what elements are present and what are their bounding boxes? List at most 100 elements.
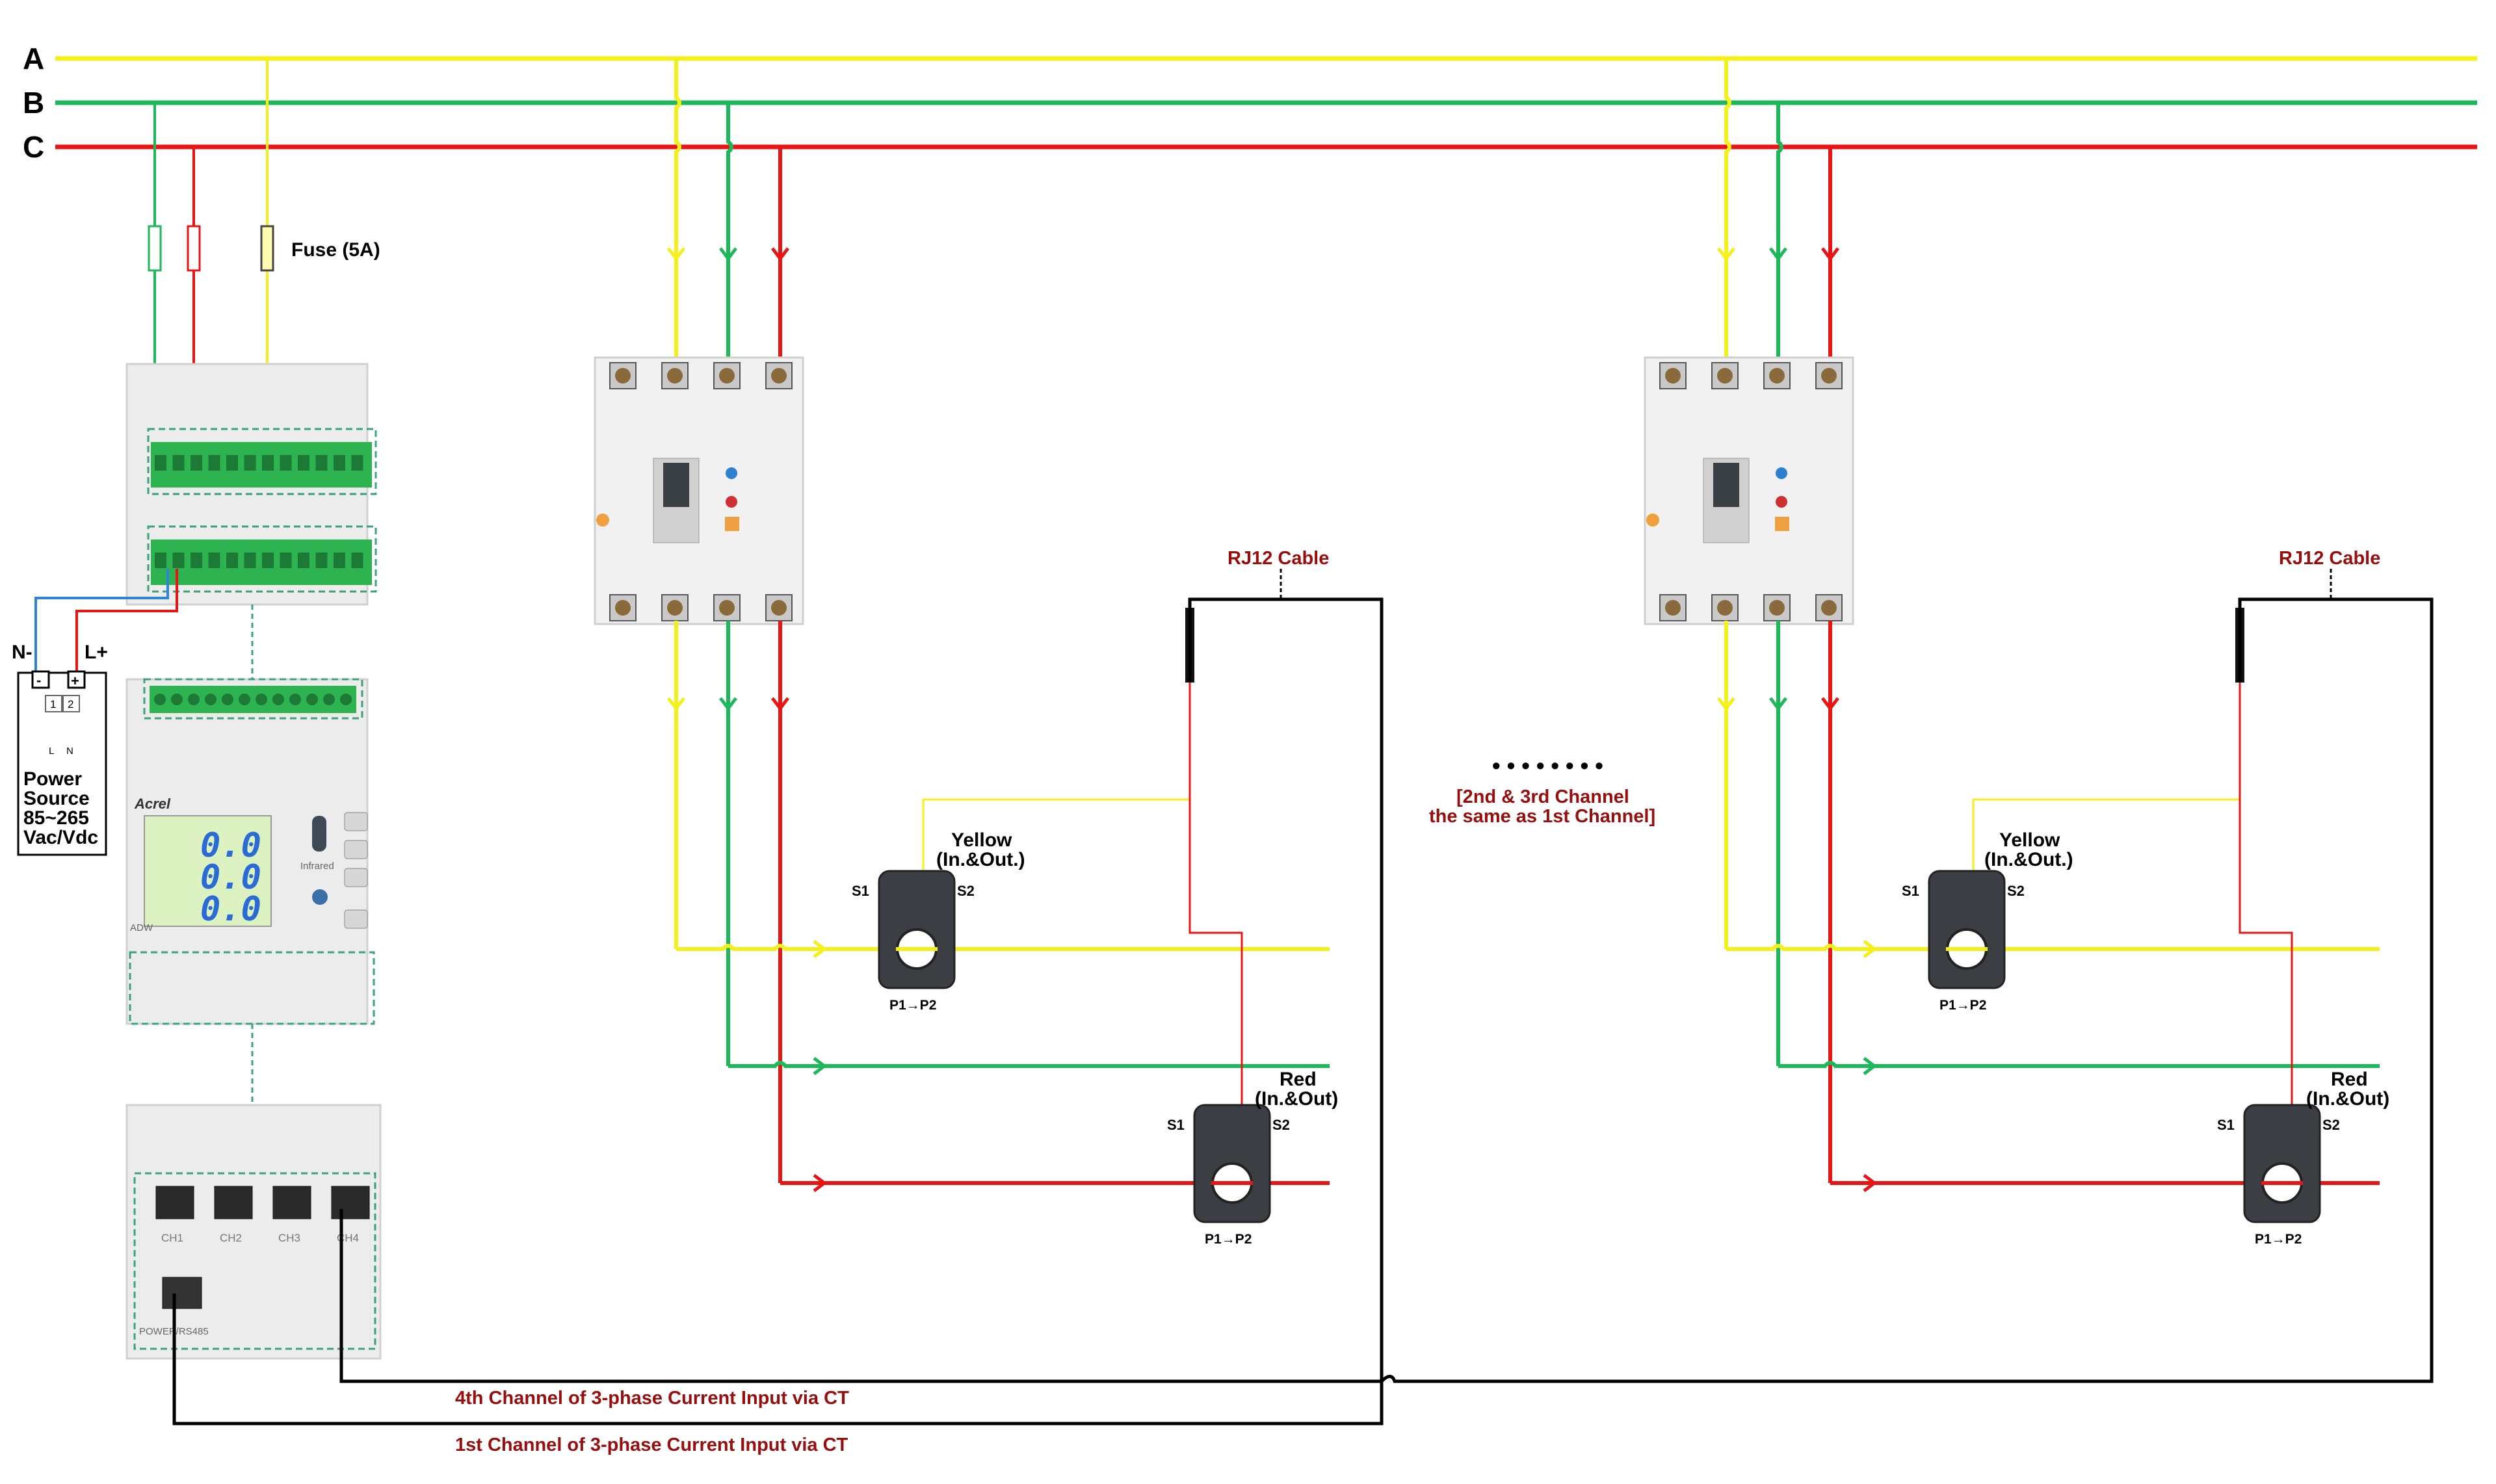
terminal-slot bbox=[190, 553, 202, 568]
meter-display-module: Acrel 0.0 0.0 0.0 Infrared ADW bbox=[125, 605, 375, 1025]
meter-btn-3[interactable] bbox=[344, 868, 368, 887]
middle-dots: • • • • • • • • bbox=[1492, 752, 1603, 779]
lcd-screen bbox=[144, 815, 272, 927]
phase-a-feeder bbox=[1726, 944, 2380, 951]
ct-s1-label: S1 bbox=[852, 883, 869, 899]
flow-arrow bbox=[1821, 247, 1839, 262]
phase-a-drop bbox=[674, 59, 681, 361]
display-terminal-slot bbox=[188, 694, 200, 705]
ct-red-signal bbox=[1189, 683, 1243, 1125]
fuse-b bbox=[148, 225, 162, 272]
flow-arrow bbox=[719, 247, 737, 262]
fuse-c bbox=[187, 225, 201, 272]
terminal-slot bbox=[244, 455, 256, 471]
terminal-slot bbox=[262, 455, 274, 471]
display-terminal-slot bbox=[171, 694, 183, 705]
terminal-slot bbox=[351, 553, 363, 568]
middle-line-1: [2nd & 3rd Channel bbox=[1456, 787, 1629, 807]
lcd-reading-1: 0.0 bbox=[200, 826, 261, 865]
power-line-2: Source bbox=[23, 788, 90, 809]
hub-port bbox=[272, 1186, 311, 1219]
breaker-screw bbox=[1717, 600, 1733, 616]
power-plus: + bbox=[71, 673, 79, 689]
ct-yellow-label-4a: Yellow bbox=[1999, 829, 2060, 851]
meter-btn-4[interactable] bbox=[344, 909, 368, 929]
display-terminal-slot bbox=[256, 694, 267, 705]
power-source: - + N- L+ 1 2 L N Power Source 85~265 Va… bbox=[12, 642, 108, 856]
terminal-slot bbox=[208, 455, 220, 471]
phase-b-feeder bbox=[1778, 1061, 2380, 1068]
meter-btn-1[interactable] bbox=[344, 812, 368, 831]
terminal-l: L bbox=[49, 746, 54, 757]
breaker-screw bbox=[771, 368, 787, 384]
terminal-slot bbox=[280, 455, 292, 471]
phase-b-drop bbox=[1776, 103, 1783, 361]
display-terminal-slot bbox=[340, 694, 352, 705]
power-neg-label: N- bbox=[12, 642, 33, 663]
display-terminal-slot bbox=[323, 694, 335, 705]
power-line-1: Power bbox=[23, 768, 82, 790]
ct-s2-label: S2 bbox=[2007, 883, 2025, 899]
power-line-4: Vac/Vdc bbox=[23, 827, 98, 848]
breaker-screw bbox=[1769, 600, 1785, 616]
power-line-3: 85~265 bbox=[23, 807, 89, 829]
terminal-slot bbox=[280, 553, 292, 568]
flow-arrow bbox=[771, 247, 789, 262]
meter-led bbox=[312, 889, 328, 905]
terminal-slot bbox=[155, 455, 166, 471]
breaker-screw bbox=[1665, 368, 1681, 384]
phase-b-label: B bbox=[23, 86, 44, 120]
breaker-terminal bbox=[1815, 594, 1843, 621]
phase-a-drop bbox=[1724, 59, 1731, 361]
ct-yellow-label-1a: Yellow bbox=[951, 829, 1012, 851]
meter-btn-2[interactable] bbox=[344, 840, 368, 859]
breaker-screw bbox=[719, 600, 735, 616]
meter-brand: Acrel bbox=[134, 796, 171, 812]
power-pos-label: L+ bbox=[85, 642, 108, 663]
breaker-screw bbox=[667, 368, 683, 384]
terminal-slot bbox=[351, 455, 363, 471]
ct-s2-label: S2 bbox=[2322, 1117, 2340, 1133]
flow-arrow bbox=[813, 1057, 828, 1075]
terminal-slot bbox=[172, 553, 185, 568]
terminal-slot bbox=[298, 455, 309, 471]
flow-arrow bbox=[1863, 1174, 1878, 1192]
ct-p-label: P1→P2 bbox=[2255, 1232, 2302, 1247]
phase-b-drop bbox=[726, 103, 733, 361]
breaker-screw bbox=[771, 600, 787, 616]
breaker-test-button bbox=[1775, 517, 1789, 531]
meter-model: ADW bbox=[130, 922, 153, 933]
ch1-cable-label: 1st Channel of 3-phase Current Input via… bbox=[455, 1435, 848, 1455]
power-minus: - bbox=[36, 672, 41, 688]
hub-port-label: CH2 bbox=[220, 1232, 242, 1244]
phase-a-label: A bbox=[23, 42, 44, 75]
phase-c-label: C bbox=[23, 130, 44, 164]
rj12-label-1: RJ12 Cable bbox=[1228, 548, 1329, 569]
ct-p-label: P1→P2 bbox=[1205, 1232, 1252, 1247]
terminal-slot bbox=[244, 553, 256, 568]
display-terminal-slot bbox=[154, 694, 166, 705]
hub-port-label: CH1 bbox=[161, 1232, 183, 1244]
terminal-slot bbox=[262, 553, 274, 568]
flow-arrow bbox=[1821, 697, 1839, 712]
terminal-slot bbox=[190, 455, 202, 471]
rs485-port[interactable] bbox=[162, 1277, 202, 1309]
breaker-screw bbox=[1821, 600, 1837, 616]
ct-p-label: P1→P2 bbox=[889, 998, 936, 1013]
flow-arrow bbox=[667, 697, 685, 712]
ct-yellow-label-4b: (In.&Out.) bbox=[1984, 849, 2073, 870]
ct-p-label: P1→P2 bbox=[1939, 998, 1986, 1013]
terminal-slot bbox=[334, 553, 345, 568]
terminal-slot bbox=[155, 553, 166, 568]
breaker-screw bbox=[719, 368, 735, 384]
ct-s1-label: S1 bbox=[1902, 883, 1919, 899]
phase-a-feeder bbox=[676, 944, 1330, 951]
flow-arrow bbox=[1769, 247, 1787, 262]
ct-yellow-label-1b: (In.&Out.) bbox=[936, 849, 1025, 870]
flow-arrow bbox=[1863, 1057, 1878, 1075]
breaker-indicator bbox=[726, 467, 737, 479]
